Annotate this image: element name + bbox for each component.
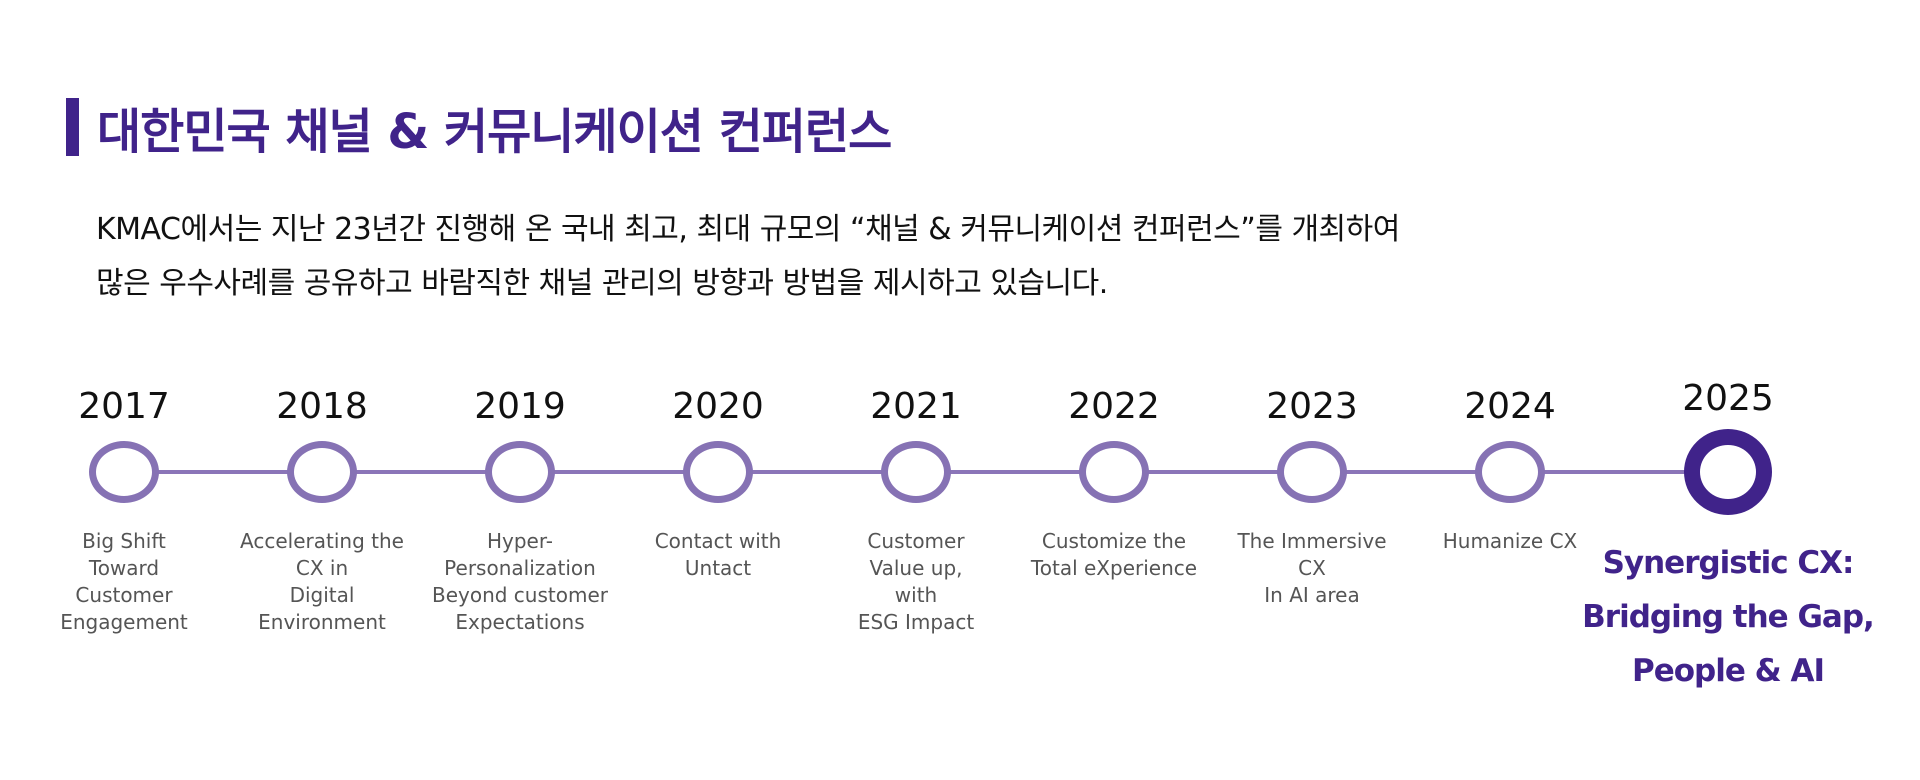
timeline-year: 2024: [1464, 386, 1556, 427]
timeline-label: Synergistic CX: Bridging the Gap, People…: [1582, 545, 1875, 689]
timeline-node: [1475, 441, 1545, 503]
timeline-year: 2025: [1682, 378, 1774, 419]
timeline-node: [683, 441, 753, 503]
timeline-year: 2020: [672, 386, 764, 427]
timeline-year: 2023: [1266, 386, 1358, 427]
timeline-label: Customer Value up, with ESG Impact: [857, 529, 975, 634]
timeline-year: 2022: [1068, 386, 1160, 427]
intro-line-1: KMAC에서는 지난 23년간 진행해 온 국내 최고, 최대 규모의 “채널 …: [96, 212, 1400, 247]
timeline-node: [1277, 441, 1347, 503]
intro-line-2: 많은 우수사례를 공유하고 바람직한 채널 관리의 방향과 방법을 제시하고 있…: [96, 266, 1108, 301]
timeline-node: [881, 441, 951, 503]
timeline-year: 2017: [78, 386, 170, 427]
timeline-node: [89, 441, 159, 503]
timeline-node: [287, 441, 357, 503]
timeline-year: 2019: [474, 386, 566, 427]
timeline-year: 2018: [276, 386, 368, 427]
page-heading: 대한민국 채널 & 커뮤니케이션 컨퍼런스: [66, 96, 892, 160]
timeline-label: Hyper- Personalization Beyond customer E…: [431, 529, 608, 634]
timeline-label: Big Shift Toward Customer Engagement: [60, 529, 188, 634]
timeline-label: Customize the Total eXperience: [1030, 529, 1198, 580]
title-accent-bar: [66, 98, 79, 156]
timeline-node: [1079, 441, 1149, 503]
timeline-node: [485, 441, 555, 503]
intro-text: KMAC에서는 지난 23년간 진행해 온 국내 최고, 최대 규모의 “채널 …: [96, 203, 1400, 311]
timeline-label: Accelerating the CX in Digital Environme…: [240, 529, 404, 634]
timeline-label: The Immersive CX In AI area: [1237, 529, 1387, 607]
timeline-year: 2021: [870, 386, 962, 427]
page-title: 대한민국 채널 & 커뮤니케이션 컨퍼런스: [97, 104, 892, 160]
timeline-node-current: [1684, 429, 1772, 515]
timeline-label: Humanize CX: [1442, 529, 1578, 553]
timeline-label: Contact with Untact: [654, 529, 782, 580]
